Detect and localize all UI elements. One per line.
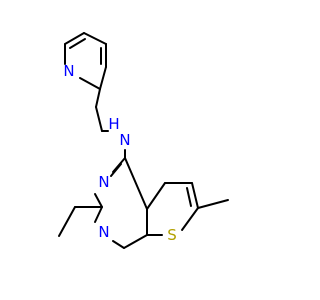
bond [181, 207, 199, 231]
bond [79, 77, 101, 90]
bond [124, 157, 148, 210]
bond [112, 240, 125, 249]
bond [94, 193, 103, 208]
bond [186, 187, 192, 207]
amine-hydrogen-label: H [108, 115, 119, 133]
bond [99, 66, 107, 90]
pyrimidine-nitrogen-1-label: N [98, 223, 109, 241]
methylene-linker [95, 88, 126, 159]
pyridine-nitrogen-label: N [63, 62, 74, 80]
pyridine-ring [64, 32, 107, 90]
bond [69, 38, 86, 49]
bond [191, 182, 199, 209]
bond [110, 163, 122, 177]
bond [64, 32, 85, 45]
methyl-bond [197, 199, 229, 209]
thiophene-sulfur-label: S [167, 226, 177, 244]
ethyl-group [58, 206, 103, 237]
bond [95, 106, 103, 132]
bond [146, 182, 166, 210]
pyrimidine-nitrogen-3-label: N [98, 173, 109, 191]
bond [58, 206, 76, 237]
bond [123, 234, 148, 249]
bond [95, 88, 101, 108]
thiophene-ring [146, 182, 199, 236]
molecule-structure: N N H N N S [58, 32, 229, 249]
pyrimidine-ring [94, 157, 148, 249]
bond [94, 206, 103, 223]
bond [83, 32, 107, 45]
amine-nitrogen-label: N [119, 131, 130, 149]
